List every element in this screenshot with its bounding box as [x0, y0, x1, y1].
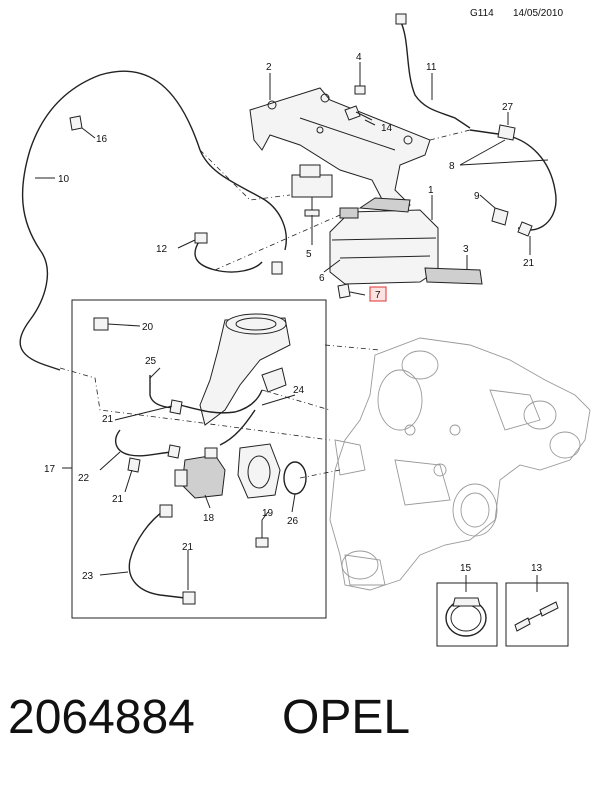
callout-21-low: 21: [182, 542, 194, 553]
clip-21-c: [127, 457, 141, 473]
flange-gasket: [237, 443, 281, 499]
hose-24: [179, 389, 263, 446]
hose-connector-27: [497, 124, 516, 141]
hose-12: [194, 239, 263, 273]
callout-26: 26: [287, 516, 299, 527]
callout-6: 6: [319, 273, 325, 284]
hose-22: [114, 429, 176, 457]
hose-23-end: [159, 504, 173, 518]
gasket-26: [283, 461, 307, 495]
callout-24: 24: [293, 385, 305, 396]
callout-lines: [35, 62, 549, 592]
callout-21-top: 21: [102, 414, 114, 425]
clip-16: [69, 115, 83, 131]
bracket: [249, 87, 431, 216]
callout-2: 2: [266, 62, 272, 73]
callout-21-mid: 21: [112, 494, 124, 505]
nut-7: [337, 283, 351, 299]
clip-21-a: [169, 399, 183, 415]
clip-21-right: [517, 221, 533, 237]
callout-17: 17: [44, 464, 56, 475]
hose-23-end-b: [182, 591, 196, 605]
callout-11: 11: [426, 62, 437, 73]
brand-name: OPEL: [282, 691, 411, 744]
callout-23: 23: [82, 571, 94, 582]
callout-22: 22: [78, 473, 90, 484]
inset-frame-15: [436, 582, 498, 647]
callout-16: 16: [96, 134, 108, 145]
bolt-4: [354, 70, 366, 95]
turbocharger-outline: [329, 337, 591, 591]
tube-connector-13: [514, 601, 559, 632]
callout-27: 27: [502, 102, 514, 113]
hose-10: [19, 70, 201, 371]
callout-20: 20: [142, 322, 154, 333]
leader-lines: [59, 129, 471, 479]
callout-1: 1: [428, 185, 434, 196]
hose-clamp-15: [445, 597, 487, 637]
callout-13: 13: [531, 563, 543, 574]
grommet-20: [93, 317, 109, 331]
hose-8: [469, 129, 557, 231]
diagram-code: G114: [470, 8, 494, 19]
callout-21-right: 21: [523, 258, 535, 269]
callout-4: 4: [356, 52, 362, 63]
callout-25: 25: [145, 356, 157, 367]
solenoid-valve: [291, 164, 333, 217]
callout-14: 14: [381, 123, 393, 134]
clip-21-b: [167, 444, 181, 459]
intake-pipe: [199, 313, 291, 426]
callout-5: 5: [306, 249, 312, 260]
hose-11-end: [395, 13, 407, 25]
callout-10: 10: [58, 174, 70, 185]
foam-pad: [424, 267, 483, 285]
callout-3: 3: [463, 244, 469, 255]
hose-23: [128, 509, 186, 599]
part-number: 2064884: [8, 691, 195, 744]
callout-labels: 1 2 3 4 5 6 7 8 9 10 11 12 13 14 15 16 1…: [44, 52, 543, 582]
callout-8: 8: [449, 161, 455, 172]
inset-frame-13: [505, 582, 569, 647]
diagram-date: 14/05/2010: [513, 8, 564, 19]
hose-12-end-b: [271, 261, 283, 275]
callout-12: 12: [156, 244, 168, 255]
callout-9: 9: [474, 191, 480, 202]
detail-frame: [71, 299, 327, 619]
vacuum-valve-18: [174, 447, 226, 499]
bolt-19: [255, 520, 269, 548]
callout-7-highlight: [369, 286, 387, 302]
canister: [329, 197, 439, 285]
callout-15: 15: [460, 563, 472, 574]
hose-end-9: [491, 207, 509, 226]
hose-12-end: [194, 232, 208, 244]
callout-18: 18: [203, 513, 215, 524]
bolt-14: [344, 105, 373, 121]
hose-11: [399, 19, 471, 129]
callout-19: 19: [262, 508, 274, 519]
callout-7: 7: [375, 290, 381, 301]
hose-10-upper: [199, 149, 287, 251]
